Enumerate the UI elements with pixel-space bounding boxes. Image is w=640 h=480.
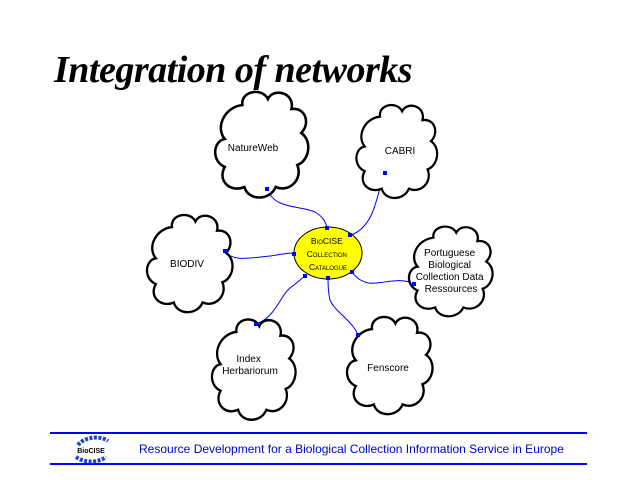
endpoint-dot: [325, 226, 329, 230]
connector-biodiv: [224, 250, 295, 259]
connector-portuguese: [351, 271, 415, 285]
endpoint-dot: [254, 322, 258, 326]
hub-label: BioCISE Collection Catalogue: [307, 236, 350, 272]
connector-fenscore: [327, 277, 359, 336]
endpoint-dot: [350, 270, 354, 274]
node-label-biodiv: BIODIV: [170, 259, 204, 270]
logo-text: BioCISE: [77, 448, 105, 455]
endpoint-dot: [326, 276, 330, 280]
footer-top-line: [50, 432, 587, 434]
endpoint-dot: [303, 274, 307, 278]
footer-text: Resource Development for a Biological Co…: [139, 442, 564, 456]
node-label-cabri: CABRI: [385, 146, 416, 157]
biocise-logo: BioCISE: [74, 435, 110, 464]
endpoint-dot: [265, 187, 269, 191]
endpoint-dot: [292, 252, 296, 256]
node-label-fenscore: Fenscore: [367, 363, 409, 374]
node-label-natureweb: NatureWeb: [228, 143, 279, 154]
connector-endpoints: [223, 171, 416, 337]
footer-bottom-line: [50, 463, 587, 465]
connector-natureweb: [266, 188, 328, 229]
endpoint-dot: [383, 171, 387, 175]
slide-title: Integration of networks: [54, 49, 413, 91]
endpoint-dot: [348, 233, 352, 237]
connector-index-herbariorum: [255, 275, 306, 325]
node-label-index-herbariorum: Index Herbariorum: [222, 354, 278, 377]
endpoint-dot: [356, 333, 360, 337]
node-label-portuguese: Portuguese Biological Collection Data Re…: [416, 248, 487, 295]
endpoint-dot: [412, 282, 416, 286]
endpoint-dot: [223, 249, 227, 253]
